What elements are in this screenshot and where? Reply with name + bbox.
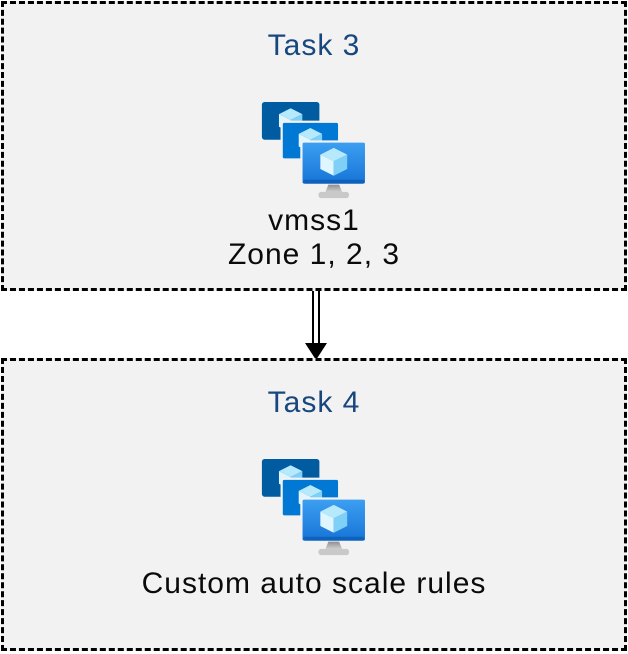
- flow-connector: [302, 291, 330, 360]
- task-3-caption: vmss1 Zone 1, 2, 3: [228, 204, 400, 272]
- task-box-4: Task 4 Custom auto scale rules: [1, 358, 627, 651]
- task-4-title: Task 4: [267, 386, 361, 419]
- arrow-shaft: [312, 291, 320, 344]
- task-box-3: Task 3 vmss1 Zone 1, 2, 3: [1, 1, 627, 291]
- vm-scale-sets-icon: [261, 458, 367, 557]
- autoscale-rules-label: Custom auto scale rules: [141, 567, 487, 600]
- arrow-head-down-icon: [305, 343, 327, 360]
- vmss-name-label: vmss1: [268, 204, 360, 237]
- zones-label: Zone 1, 2, 3: [227, 238, 401, 271]
- task-4-caption: Custom auto scale rules: [142, 567, 487, 601]
- vm-scale-sets-icon: [261, 101, 367, 200]
- task-3-title: Task 3: [267, 29, 361, 62]
